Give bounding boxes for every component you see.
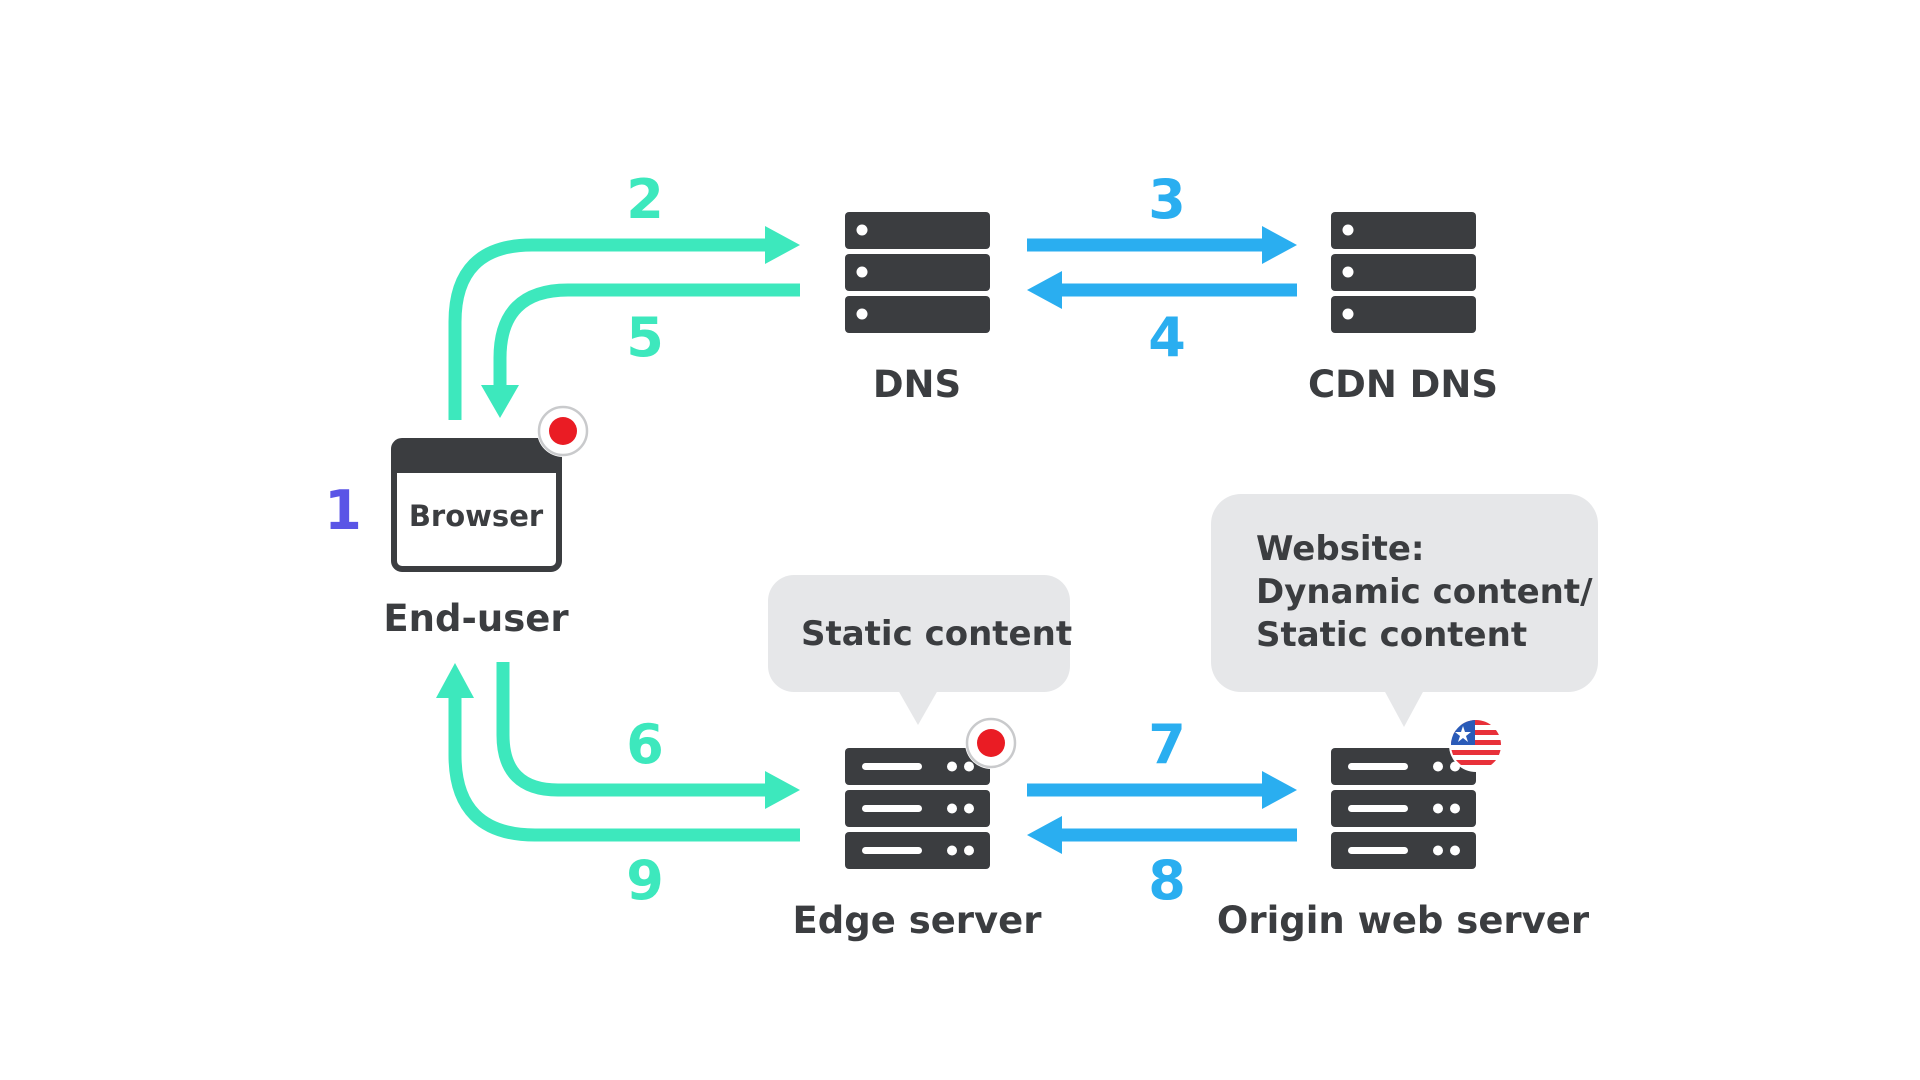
arrow-2-user-to-dns <box>448 238 765 420</box>
arrow-4-head <box>1027 271 1062 309</box>
arrow-6-user-to-edge <box>496 662 765 797</box>
arrow-5-head <box>481 385 519 418</box>
origin-server-icon <box>1331 748 1476 869</box>
arrow-9-head <box>436 663 474 698</box>
arrow-7-head <box>1262 771 1297 809</box>
arrow-2-head <box>765 226 800 264</box>
origin-content-bubble <box>1211 494 1598 727</box>
browser-window-icon <box>391 438 562 572</box>
edge-bubble-text: Static content <box>801 614 1072 654</box>
edge-server-label: Edge server <box>792 899 1042 942</box>
arrow-3-head <box>1262 226 1297 264</box>
step-4: 4 <box>1148 306 1186 369</box>
location-dot-icon <box>535 403 591 459</box>
cdn-dns-server-icon <box>1331 212 1476 333</box>
arrow-5-dns-to-user <box>493 283 800 385</box>
dns-server-icon <box>845 212 990 333</box>
browser-window-label: Browser <box>409 499 544 533</box>
step-5: 5 <box>626 306 664 369</box>
step-6: 6 <box>626 713 664 776</box>
dns-label: DNS <box>873 363 961 406</box>
arrow-9-edge-to-user <box>448 698 800 842</box>
step-1: 1 <box>324 479 362 542</box>
step-2: 2 <box>626 168 664 231</box>
origin-bubble-line-3: Static content <box>1256 615 1527 655</box>
end-user-label: End-user <box>383 597 569 640</box>
arrow-8-head <box>1027 816 1062 854</box>
origin-server-label: Origin web server <box>1217 899 1590 942</box>
location-dot-icon <box>963 715 1019 771</box>
us-flag-icon <box>1449 718 1503 772</box>
step-9: 9 <box>626 849 664 912</box>
step-7: 7 <box>1148 713 1186 776</box>
edge-content-bubble <box>768 575 1070 725</box>
step-3: 3 <box>1148 168 1186 231</box>
origin-bubble-line-1: Website: <box>1256 529 1425 569</box>
edge-server-icon <box>845 748 990 869</box>
arrow-6-head <box>765 771 800 809</box>
step-8: 8 <box>1148 849 1186 912</box>
cdn-dns-label: CDN DNS <box>1308 363 1498 406</box>
origin-bubble-line-2: Dynamic content/ <box>1256 572 1593 612</box>
